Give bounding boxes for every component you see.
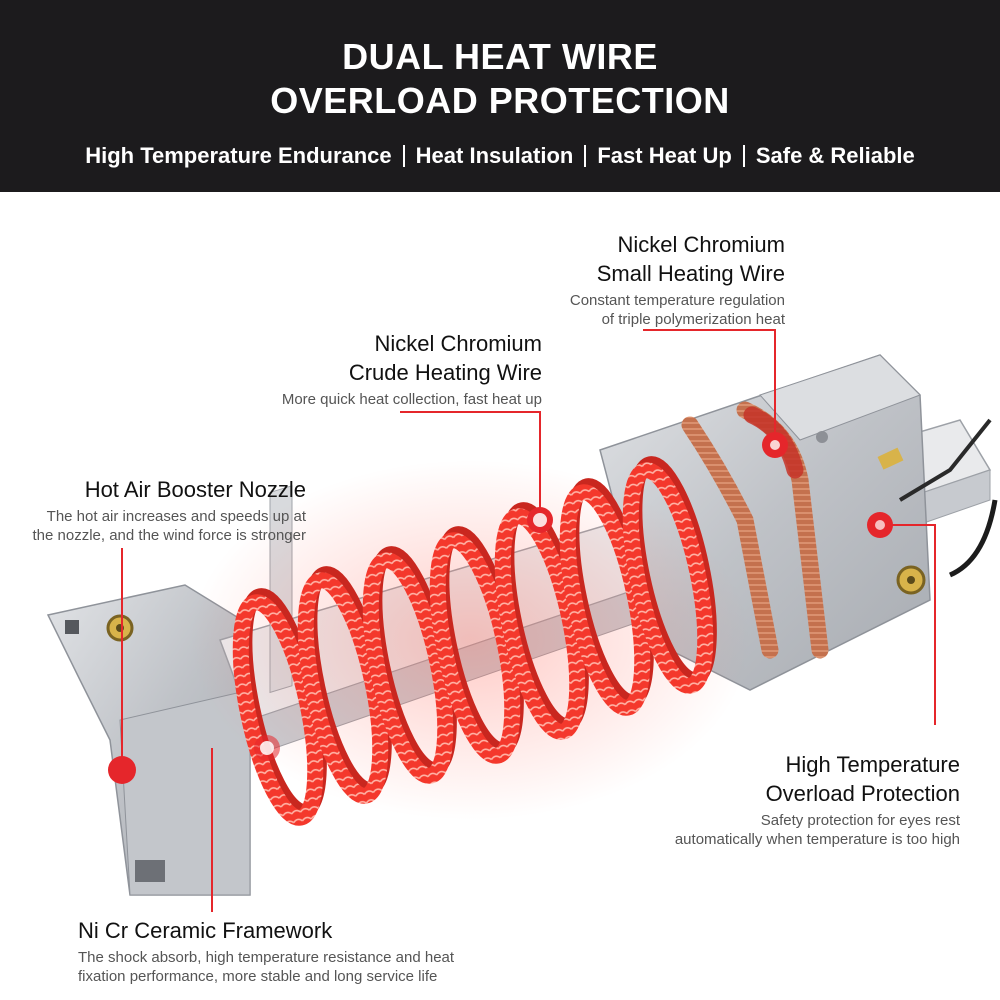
callout-description: The hot air increases and speeds up at	[46, 508, 306, 525]
callout-description: Constant temperature regulation	[569, 292, 785, 309]
callout-small-heating-wire: Nickel Chromium Small Heating Wire Const…	[520, 230, 785, 329]
coil-loop	[494, 508, 586, 740]
callout-description: automatically when temperature is too hi…	[674, 831, 960, 848]
callout-title: Small Heating Wire	[596, 261, 785, 286]
feature-item: High Temperature Endurance	[85, 143, 392, 168]
feature-divider	[742, 145, 745, 167]
callout-description: Safety protection for eyes rest	[760, 812, 960, 829]
headline-line1: DUAL HEAT WIRE	[342, 36, 658, 77]
leader-lines	[121, 329, 936, 912]
callout-dots	[108, 432, 893, 784]
callout-description: the nozzle, and the wind force is strong…	[32, 527, 307, 544]
feature-item: Heat Insulation	[415, 143, 574, 168]
callout-crude-heating-wire: Nickel Chromium Crude Heating Wire More …	[230, 329, 542, 409]
leader-crude-wire	[400, 411, 541, 520]
callout-description: More quick heat collection, fast heat up	[281, 391, 542, 408]
feature-item: Safe & Reliable	[755, 143, 915, 168]
callout-ceramic-framework: Ni Cr Ceramic Framework The shock absorb…	[78, 916, 518, 986]
feature-divider	[402, 145, 405, 167]
callout-hot-air-booster-nozzle: Hot Air Booster Nozzle The hot air incre…	[10, 475, 307, 545]
heating-element-illustration	[46, 329, 998, 912]
feature-item: Fast Heat Up	[597, 143, 732, 168]
callout-title: Hot Air Booster Nozzle	[84, 477, 306, 502]
leader-overload	[880, 524, 936, 725]
coil-loop	[232, 594, 324, 826]
headline-line2: OVERLOAD PROTECTION	[270, 80, 730, 121]
callout-overload-protection: High Temperature Overload Protection Saf…	[640, 750, 960, 849]
coil-loop	[429, 532, 521, 764]
marker-dot-nozzle	[108, 756, 136, 784]
callout-description: of triple polymerization heat	[601, 311, 785, 328]
callout-title: Ni Cr Ceramic Framework	[78, 918, 333, 943]
callout-title: Nickel Chromium	[374, 331, 542, 356]
callout-description: The shock absorb, high temperature resis…	[78, 949, 455, 966]
callout-title: Overload Protection	[765, 781, 960, 806]
callout-title: Nickel Chromium	[617, 232, 785, 257]
coil-loop	[622, 462, 714, 694]
leader-small-wire	[643, 329, 776, 445]
header-banner: DUAL HEAT WIRE OVERLOAD PROTECTION High …	[0, 0, 1000, 192]
feature-list: High Temperature Endurance Heat Insulati…	[0, 143, 1000, 169]
coil-loop	[362, 552, 454, 784]
callout-description: fixation performance, more stable and lo…	[78, 968, 438, 985]
crude-heating-wire	[232, 456, 717, 826]
callout-title: High Temperature	[785, 752, 960, 777]
callout-title: Crude Heating Wire	[348, 360, 542, 385]
feature-divider	[584, 145, 587, 167]
